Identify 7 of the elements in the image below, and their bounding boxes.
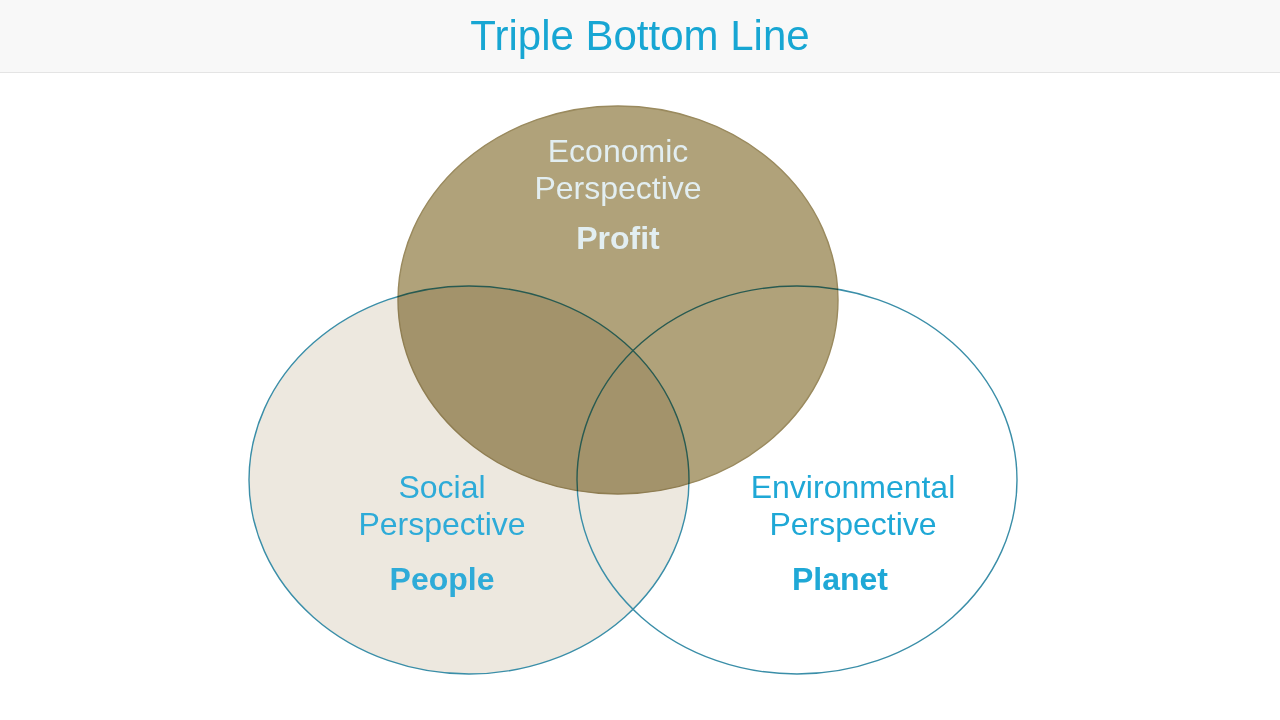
pillar-label: People <box>389 561 495 598</box>
perspective-label: Social Perspective <box>357 469 527 543</box>
pillar-label: Profit <box>576 220 660 257</box>
pillar-label: Planet <box>792 561 888 598</box>
diagram-title: Triple Bottom Line <box>470 12 810 60</box>
perspective-label: Economic Perspective <box>533 133 703 207</box>
perspective-label: Environmental Perspective <box>749 469 957 543</box>
